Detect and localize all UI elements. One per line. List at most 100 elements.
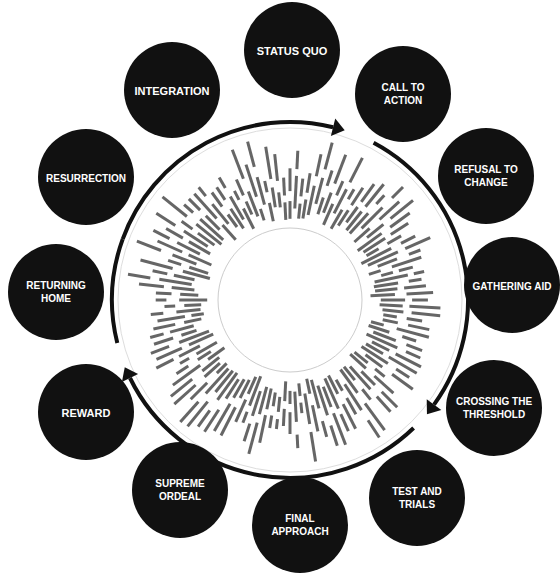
radial-dash bbox=[226, 379, 239, 398]
radial-dash bbox=[170, 326, 194, 332]
radial-dash bbox=[381, 272, 393, 275]
radial-dash bbox=[380, 305, 403, 306]
radial-dash bbox=[369, 271, 381, 275]
radial-dash bbox=[177, 366, 189, 374]
radial-dash bbox=[289, 391, 292, 404]
radial-dash bbox=[325, 143, 332, 170]
radial-dash bbox=[337, 181, 343, 195]
radial-dash bbox=[335, 155, 346, 184]
stage-circle: TEST AND TRIALS bbox=[369, 450, 465, 546]
radial-dash bbox=[336, 380, 342, 391]
radial-dash bbox=[234, 191, 239, 200]
radial-dash bbox=[282, 409, 286, 426]
radial-dash bbox=[396, 369, 409, 378]
radial-dash bbox=[405, 238, 430, 249]
radial-dash bbox=[230, 197, 243, 220]
radial-dash bbox=[153, 324, 175, 329]
stage-circle: RESURRECTION bbox=[38, 129, 134, 225]
radial-dash bbox=[375, 289, 397, 291]
radial-dash bbox=[221, 407, 235, 435]
stage-circle: RETURNING HOME bbox=[8, 244, 104, 340]
radial-dash bbox=[402, 337, 416, 342]
radial-dash bbox=[295, 176, 297, 209]
radial-dash bbox=[350, 158, 363, 183]
radial-dash bbox=[406, 345, 422, 351]
radial-dash bbox=[369, 326, 390, 333]
radial-dash bbox=[156, 292, 172, 296]
radial-dash bbox=[172, 288, 195, 290]
radial-dash bbox=[409, 279, 422, 281]
stage-circle: REWARD bbox=[38, 364, 134, 460]
radial-dash bbox=[153, 230, 169, 238]
radial-dash bbox=[365, 403, 385, 430]
radial-dash bbox=[282, 178, 286, 196]
radial-dash bbox=[352, 188, 363, 205]
radial-dash bbox=[180, 402, 198, 422]
radial-dash bbox=[156, 359, 173, 368]
radial-dash bbox=[371, 295, 395, 296]
radial-dash bbox=[401, 236, 415, 243]
radial-dash bbox=[257, 177, 264, 205]
radial-dash bbox=[375, 369, 385, 377]
stage-label: CALL TO ACTION bbox=[362, 81, 444, 107]
radial-dash bbox=[289, 168, 292, 191]
radial-dash bbox=[223, 225, 236, 240]
radial-dash bbox=[311, 432, 316, 462]
radial-dash bbox=[399, 267, 413, 271]
radial-dash bbox=[179, 331, 209, 342]
radial-dash bbox=[311, 380, 319, 409]
radial-dash bbox=[151, 346, 169, 353]
radial-dash bbox=[189, 242, 210, 254]
radial-dash bbox=[248, 142, 255, 167]
radial-dash bbox=[279, 192, 281, 207]
radial-dash bbox=[177, 243, 200, 255]
radial-dash bbox=[375, 275, 408, 282]
radial-dash bbox=[171, 379, 192, 396]
radial-dash bbox=[236, 180, 243, 196]
radial-dash bbox=[380, 202, 400, 220]
stage-circle: REFUSAL TO CHANGE bbox=[438, 128, 534, 224]
radial-dash bbox=[278, 397, 280, 412]
stage-circle: CROSSING THE THRESHOLD bbox=[446, 360, 542, 456]
radial-dash bbox=[392, 374, 413, 389]
radial-dash bbox=[299, 204, 301, 219]
radial-dash bbox=[244, 424, 250, 442]
radial-dash bbox=[184, 303, 201, 307]
wheel-hub bbox=[218, 228, 362, 372]
stage-label: STATUS QUO bbox=[257, 44, 327, 58]
radial-dash bbox=[137, 241, 161, 250]
radial-dash bbox=[158, 317, 185, 321]
radial-dash bbox=[412, 299, 428, 302]
radial-dash bbox=[407, 319, 422, 321]
radial-dash bbox=[188, 402, 208, 427]
stage-label: CROSSING THE THRESHOLD bbox=[453, 395, 535, 421]
radial-dash bbox=[236, 400, 246, 422]
radial-dash bbox=[276, 419, 277, 429]
radial-dash bbox=[368, 252, 398, 265]
radial-dash bbox=[154, 338, 173, 344]
stage-label: FINAL APPROACH bbox=[259, 512, 341, 538]
radial-dash bbox=[289, 412, 292, 434]
radial-dash bbox=[270, 415, 272, 428]
radial-dash bbox=[307, 379, 310, 394]
radial-dash bbox=[391, 200, 414, 218]
radial-dash bbox=[191, 314, 203, 316]
radial-dash bbox=[205, 363, 220, 377]
stage-label: RETURNING HOME bbox=[15, 279, 97, 305]
radial-dash bbox=[318, 386, 328, 416]
radial-dash bbox=[176, 309, 200, 312]
stage-label: RESURRECTION bbox=[46, 172, 126, 185]
radial-dash bbox=[179, 299, 207, 302]
stage-label: GATHERING AID bbox=[473, 280, 552, 293]
radial-dash bbox=[316, 154, 321, 176]
radial-dash bbox=[334, 189, 346, 213]
radial-dash bbox=[199, 187, 206, 196]
radial-dash bbox=[246, 165, 257, 197]
stage-circle: GATHERING AID bbox=[464, 237, 560, 333]
radial-dash bbox=[259, 387, 266, 414]
radial-dash bbox=[206, 216, 220, 230]
radial-dash bbox=[156, 213, 175, 225]
stage-circle: INTEGRATION bbox=[124, 42, 220, 138]
radial-dash bbox=[392, 187, 403, 198]
radial-dash bbox=[301, 179, 303, 197]
